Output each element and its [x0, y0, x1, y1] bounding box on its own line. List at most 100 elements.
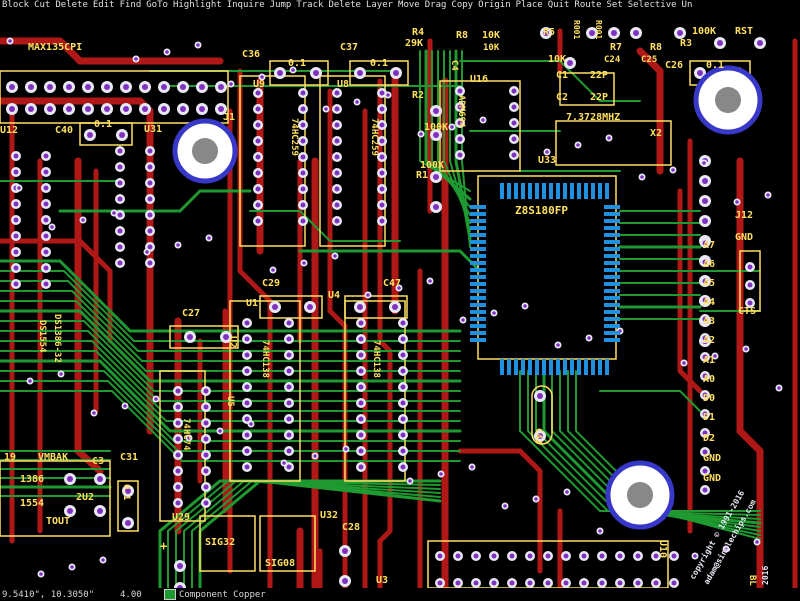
silk-outline — [555, 120, 672, 166]
pad-hole — [117, 260, 123, 266]
pad-hole — [379, 90, 385, 96]
pad-hole — [511, 88, 517, 94]
pad-hole — [379, 202, 385, 208]
silk-label-r100k: 100K — [424, 122, 448, 133]
pad-hole — [255, 154, 261, 160]
silk-label-c29: C29 — [262, 278, 280, 289]
pad-hole — [671, 168, 675, 172]
pad-hole — [300, 90, 306, 96]
qfp-pin-top — [500, 183, 504, 199]
pad-hole — [379, 122, 385, 128]
pad-hole — [617, 580, 623, 586]
menu-item-block-0[interactable]: Block — [2, 0, 30, 10]
pad-hole — [43, 185, 49, 191]
pad-hole — [218, 429, 222, 433]
pad-hole — [509, 580, 515, 586]
menu-item-delete-2[interactable]: Delete — [55, 0, 88, 10]
pad-hole — [334, 154, 340, 160]
pad-hole — [244, 400, 250, 406]
menu-item-quit-17[interactable]: Quit — [547, 0, 570, 10]
pad-hole — [244, 368, 250, 374]
top-trace — [599, 390, 701, 412]
menu-item-un-21[interactable]: Un — [681, 0, 693, 10]
menu-item-cut-1[interactable]: Cut — [34, 0, 51, 10]
pad-hole — [682, 361, 686, 365]
qfp-pin-top — [584, 183, 588, 199]
silk-label-max: MAX135CPI — [28, 42, 82, 53]
silk-label-c26v: 0.1 — [706, 60, 724, 71]
menu-item-layer-11[interactable]: Layer — [365, 0, 394, 10]
pad-hole — [400, 384, 406, 390]
pad-hole — [300, 218, 306, 224]
pad-hole — [334, 122, 340, 128]
pad-hole — [357, 304, 363, 310]
active-layer[interactable]: Component Copper — [179, 589, 266, 600]
pad-hole — [400, 448, 406, 454]
pad-hole — [653, 580, 659, 586]
menu-item-highlight-6[interactable]: Highlight — [172, 0, 222, 10]
pad-hole — [101, 558, 105, 562]
silk-outline — [349, 60, 409, 86]
menu-item-selective-20[interactable]: Selective — [627, 0, 677, 10]
menu-item-place-16[interactable]: Place — [515, 0, 543, 10]
qfp-pin-right — [604, 331, 620, 335]
menu-item-goto-5[interactable]: GoTo — [146, 0, 168, 10]
pad-hole — [147, 180, 153, 186]
pad-hole — [9, 84, 15, 90]
pad-hole — [461, 318, 465, 322]
pad-hole — [358, 336, 364, 342]
pad-hole — [523, 304, 527, 308]
top-trace — [249, 210, 401, 242]
pad-hole — [511, 120, 517, 126]
qfp-pin-right — [604, 233, 620, 237]
qfp-pin-right — [604, 282, 620, 286]
qfp-pin-bottom — [535, 359, 539, 375]
menu-item-edit-3[interactable]: Edit — [92, 0, 115, 10]
pad-hole — [635, 553, 641, 559]
pad-hole — [379, 106, 385, 112]
pad-hole — [491, 553, 497, 559]
menu-item-track-9[interactable]: Track — [296, 0, 324, 10]
silk-label-plus: + — [160, 539, 167, 553]
u33-qfp-chip[interactable] — [470, 175, 620, 375]
menu-item-copy-14[interactable]: Copy — [451, 0, 474, 10]
menu-item-delete-10[interactable]: Delete — [328, 0, 361, 10]
menu-item-find-4[interactable]: Find — [119, 0, 142, 10]
pad-hole — [123, 404, 127, 408]
menu-item-inquire-7[interactable]: Inquire — [226, 0, 265, 10]
pad-hole — [400, 400, 406, 406]
menu-item-drag-13[interactable]: Drag — [424, 0, 447, 10]
pad-hole — [747, 282, 753, 288]
pad-hole — [393, 70, 399, 76]
pad-hole — [633, 30, 639, 36]
top-trace — [0, 270, 461, 342]
pad-hole — [419, 132, 423, 136]
silk-label-n19: 19 — [4, 452, 16, 463]
pad-hole — [397, 286, 401, 290]
silk-outline — [739, 250, 761, 312]
qfp-pin-left — [470, 324, 486, 328]
pad-hole — [203, 404, 209, 410]
top-trace — [0, 280, 461, 352]
pad-hole — [563, 553, 569, 559]
pad-hole — [199, 106, 205, 112]
menu-item-origin-15[interactable]: Origin — [478, 0, 511, 10]
qfp-pin-left — [470, 212, 486, 216]
qfp-pin-left — [470, 282, 486, 286]
menu-item-move-12[interactable]: Move — [398, 0, 420, 10]
pad-hole — [408, 479, 412, 483]
pad-hole — [286, 320, 292, 326]
bottom-trace — [677, 188, 703, 394]
menu-item-route-18[interactable]: Route — [574, 0, 602, 10]
pad-hole — [300, 154, 306, 160]
menu-item-set-19[interactable]: Set — [606, 0, 623, 10]
top-trace — [158, 479, 442, 588]
silk-label-r001a: R001 — [572, 20, 581, 39]
pad-hole — [702, 161, 706, 165]
pad-hole — [677, 30, 683, 36]
menu-item-jump-8[interactable]: Jump — [269, 0, 292, 10]
pad-hole — [147, 148, 153, 154]
pad-hole — [104, 84, 110, 90]
pad-hole — [366, 293, 370, 297]
